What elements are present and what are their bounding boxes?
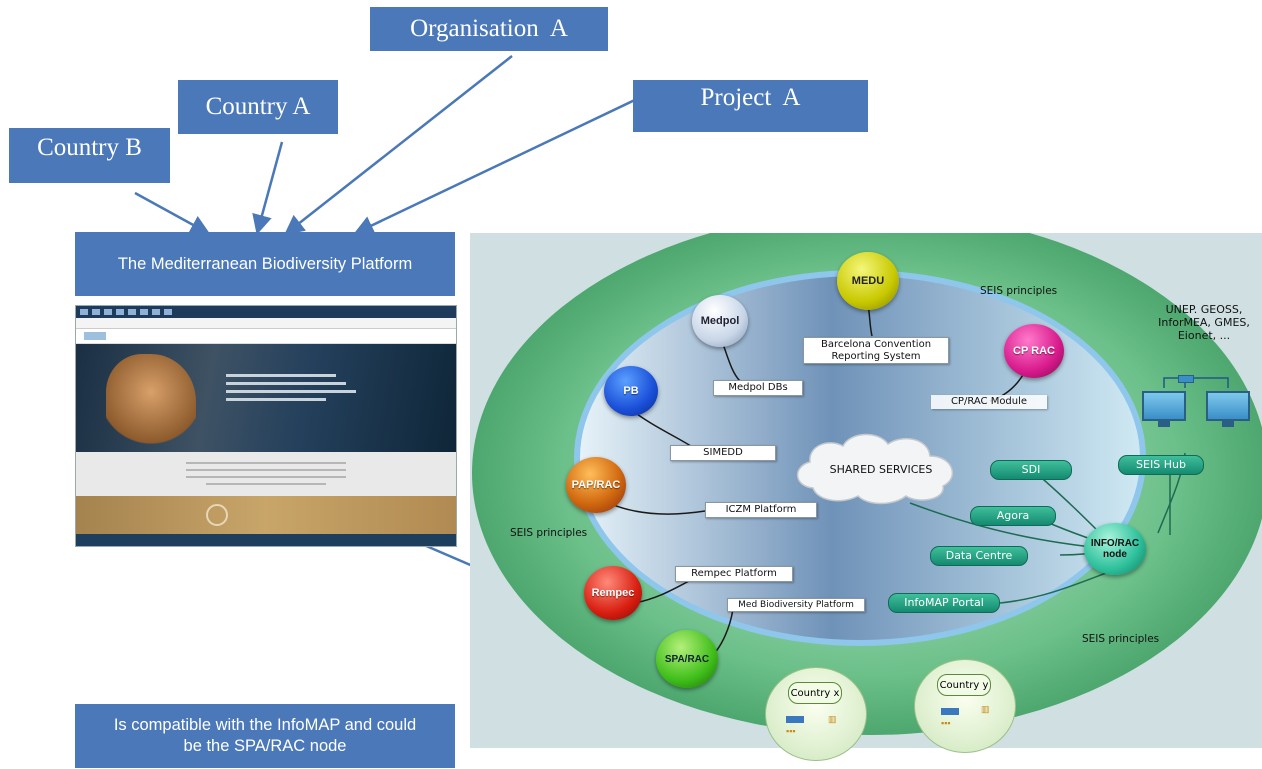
network-icon xyxy=(786,716,804,723)
label-rempec-platform: Rempec Platform xyxy=(675,566,793,582)
label-medpol-dbs: Medpol DBs xyxy=(713,380,803,396)
pill-data-centre[interactable]: Data Centre xyxy=(930,546,1028,566)
building-icon: ▥ xyxy=(981,704,990,714)
seis-principles-bottom: SEIS principles xyxy=(1082,633,1159,645)
shared-services-cloud xyxy=(796,433,954,505)
thumb-nav xyxy=(76,329,456,344)
pill-sdi-label: SDI xyxy=(1021,463,1041,476)
country-y-text: Country y xyxy=(939,679,989,691)
monitor-icon xyxy=(1142,391,1186,427)
thumb-logo xyxy=(84,332,106,340)
country-y[interactable]: Country y ▥ ▪▪▪ xyxy=(914,659,1016,753)
node-medpol-label: Medpol xyxy=(700,315,740,327)
node-spa-rac-label: SPA/RAC xyxy=(664,653,710,665)
platform-title: The Mediterranean Biodiversity Platform xyxy=(75,232,455,296)
thumb-hero-image xyxy=(76,344,456,452)
label-shared-services-text: SHARED SERVICES xyxy=(829,463,933,476)
callout-project-a: Project A xyxy=(633,80,868,132)
callout-country-a-text: Country A xyxy=(205,93,311,120)
node-rempec[interactable]: Rempec xyxy=(584,566,642,620)
node-pb-label: PB xyxy=(623,385,639,397)
country-x[interactable]: Country x ▥ ▪▪▪ xyxy=(765,667,867,761)
callout-organisation-a: Organisation A xyxy=(370,7,608,51)
network-hub-icon xyxy=(1178,375,1194,383)
gear-icon xyxy=(206,504,228,526)
node-medpol[interactable]: Medpol xyxy=(692,295,748,347)
callout-country-b-text: Country B xyxy=(37,134,142,161)
label-cprac-module-text: CP/RAC Module xyxy=(950,396,1028,407)
thumb-url-bar xyxy=(76,318,456,329)
seis-principles-left: SEIS principles xyxy=(510,527,587,539)
thumb-taskbar xyxy=(76,306,456,318)
seis-principles-top: SEIS principles xyxy=(980,285,1057,297)
seis-principles-left-text: SEIS principles xyxy=(510,527,588,539)
node-info-rac[interactable]: INFO/RAC node xyxy=(1084,523,1146,575)
label-rempec-platform-text: Rempec Platform xyxy=(691,568,777,579)
nodes-icon: ▪▪▪ xyxy=(941,718,951,728)
arrow-organisation-a xyxy=(284,55,513,236)
node-medu-label: MEDU xyxy=(851,275,885,287)
arrow-country-a xyxy=(252,141,284,235)
label-barcelona-text: Barcelona Convention Reporting System xyxy=(820,339,932,362)
node-cp-rac-label: CP RAC xyxy=(1013,345,1055,357)
label-iczm-text: ICZM Platform xyxy=(725,504,797,515)
node-pb[interactable]: PB xyxy=(604,366,658,416)
building-icon: ▥ xyxy=(828,714,837,724)
arrow-project-a xyxy=(353,86,661,235)
label-simedd: SIMEDD xyxy=(670,445,776,461)
arrow-country-b xyxy=(134,191,211,235)
pill-infomap-portal-label: InfoMAP Portal xyxy=(904,596,984,609)
pill-infomap-portal[interactable]: InfoMAP Portal xyxy=(888,593,1000,613)
callout-project-a-text: Project A xyxy=(700,84,801,111)
thumb-coral xyxy=(106,354,196,449)
node-cp-rac[interactable]: CP RAC xyxy=(1004,324,1064,378)
label-shared-services: SHARED SERVICES xyxy=(816,463,946,476)
nodes-icon: ▪▪▪ xyxy=(786,726,796,736)
label-cprac-module: CP/RAC Module xyxy=(931,395,1047,409)
label-unep: UNEP. GEOSS, InforMEA, GMES, Eionet, ... xyxy=(1144,303,1262,343)
node-pap-rac-label: PAP/RAC xyxy=(571,479,621,491)
platform-title-text: The Mediterranean Biodiversity Platform xyxy=(117,254,413,273)
label-unep-text: UNEP. GEOSS, InforMEA, GMES, Eionet, ... xyxy=(1158,303,1250,343)
bottom-note-text: Is compatible with the InfoMAP and could… xyxy=(113,716,417,755)
callout-country-a: Country A xyxy=(178,80,338,134)
node-info-rac-label: INFO/RAC node xyxy=(1090,538,1140,560)
seis-principles-top-text: SEIS principles xyxy=(980,285,1058,297)
label-med-biodiversity-text: Med Biodiversity Platform xyxy=(738,600,854,610)
country-y-label: Country y xyxy=(937,674,991,696)
pill-agora-label: Agora xyxy=(996,509,1030,522)
label-simedd-text: SIMEDD xyxy=(703,447,743,458)
network-icon xyxy=(941,708,959,715)
label-iczm: ICZM Platform xyxy=(705,502,817,518)
label-medpol-dbs-text: Medpol DBs xyxy=(728,382,788,393)
country-x-label: Country x xyxy=(788,682,842,704)
node-rempec-label: Rempec xyxy=(591,587,635,599)
bottom-note: Is compatible with the InfoMAP and could… xyxy=(75,704,455,768)
label-med-biodiversity: Med Biodiversity Platform xyxy=(727,598,865,613)
label-barcelona: Barcelona Convention Reporting System xyxy=(803,337,949,364)
monitor-icon xyxy=(1206,391,1250,427)
pill-agora[interactable]: Agora xyxy=(970,506,1056,526)
thumb-text-section xyxy=(76,452,456,496)
thumb-map-banner xyxy=(76,496,456,534)
node-spa-rac[interactable]: SPA/RAC xyxy=(656,630,718,688)
callout-organisation-a-text: Organisation A xyxy=(410,15,568,42)
pill-seis-hub[interactable]: SEIS Hub xyxy=(1118,455,1204,475)
thumb-footer xyxy=(76,534,456,546)
seis-principles-bottom-text: SEIS principles xyxy=(1082,633,1160,645)
pill-sdi[interactable]: SDI xyxy=(990,460,1072,480)
callout-country-b: Country B xyxy=(9,128,170,183)
country-x-text: Country x xyxy=(790,687,840,699)
node-pap-rac[interactable]: PAP/RAC xyxy=(566,457,626,513)
pill-seis-hub-label: SEIS Hub xyxy=(1136,458,1186,471)
node-medu[interactable]: MEDU xyxy=(837,252,899,310)
platform-screenshot xyxy=(75,305,457,547)
pill-data-centre-label: Data Centre xyxy=(945,549,1013,562)
seis-diagram: MEDU Medpol PB CP RAC PAP/RAC Rempec SPA… xyxy=(470,233,1262,761)
